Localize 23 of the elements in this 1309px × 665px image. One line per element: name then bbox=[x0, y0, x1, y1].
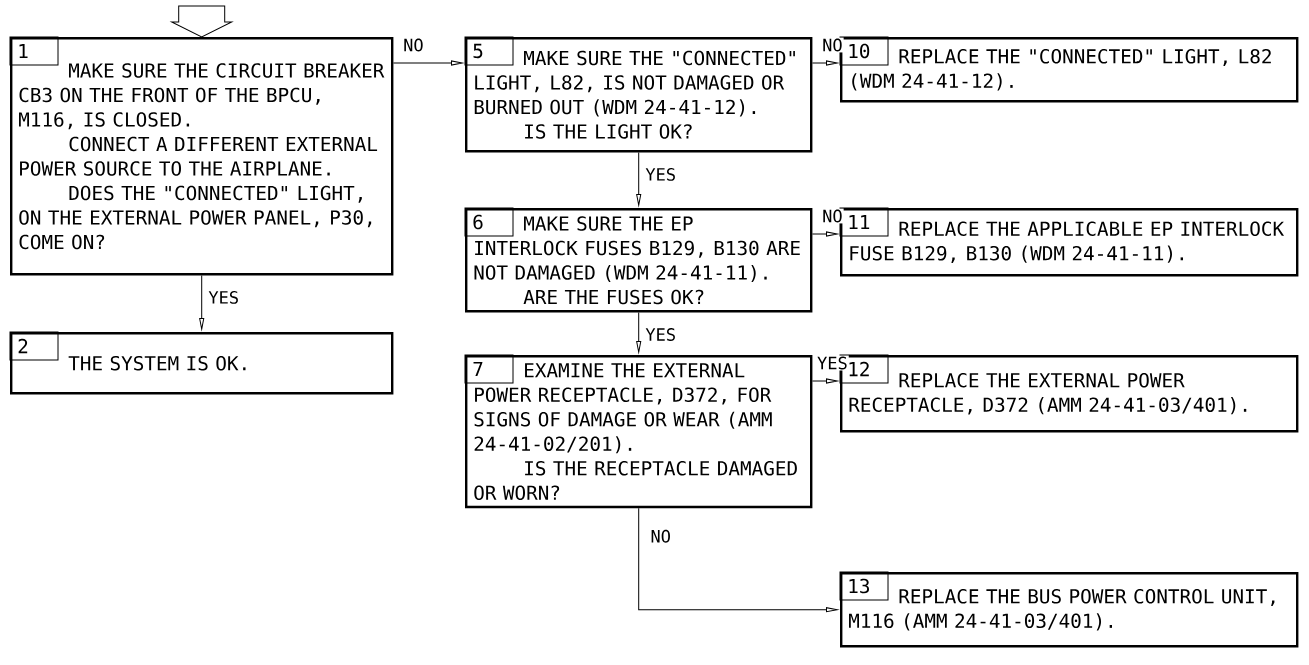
edge-label: NO bbox=[649, 528, 672, 544]
arrow bbox=[811, 231, 838, 237]
process-box: MAKE SURE THE CIRCUIT BREAKER CB3 ON THE FRONT OF THE BPCU, M116, IS CLOSED. CONNECT A DIFFERENT EXTERNAL POWER SOURCE TO THE AIRPLANE. DOES THE "CONNECTED" LIGHT, ON THE EXTERNAL POWER PANEL, P30, COME ON? 1 bbox=[9, 36, 394, 276]
edge-label: NO bbox=[821, 208, 844, 224]
process-box: THE SYSTEM IS OK. 2 bbox=[9, 331, 394, 395]
edge-label: YES bbox=[644, 327, 678, 342]
process-box: MAKE SURE THE "CONNECTED" LIGHT, L82, IS NOT DAMAGED OR BURNED OUT (WDM 24-41-12). IS THE LIGHT OK? 5 bbox=[464, 36, 813, 153]
arrow bbox=[199, 274, 205, 330]
edge-label: NO bbox=[821, 37, 844, 53]
process-box: EXAMINE THE EXTERNAL POWER RECEPTACLE, D372, FOR SIGNS OF DAMAGE OR WEAR (AMM 24-41-02/201). IS THE RECEPTACLE DAMAGED OR WORN? 7 bbox=[464, 354, 813, 509]
edge-label: YES bbox=[644, 166, 678, 182]
edge-label: YES bbox=[207, 290, 241, 305]
edge-label: YES bbox=[816, 355, 849, 371]
arrow bbox=[811, 378, 838, 384]
process-box: MAKE SURE THE EP INTERLOCK FUSES B129, B130 ARE NOT DAMAGED (WDM 24-41-11). ARE THE FUSES OK? 6 bbox=[464, 207, 813, 313]
process-box: REPLACE THE BUS POWER CONTROL UNIT, M116 (AMM 24-41-03/401). 13 bbox=[839, 571, 1299, 648]
arrow bbox=[811, 60, 838, 66]
edge-label: NO bbox=[402, 37, 425, 53]
arrow bbox=[392, 60, 463, 66]
block-arrow bbox=[171, 5, 233, 38]
arrow bbox=[638, 507, 838, 613]
arrow bbox=[636, 151, 642, 206]
arrow bbox=[636, 312, 642, 353]
